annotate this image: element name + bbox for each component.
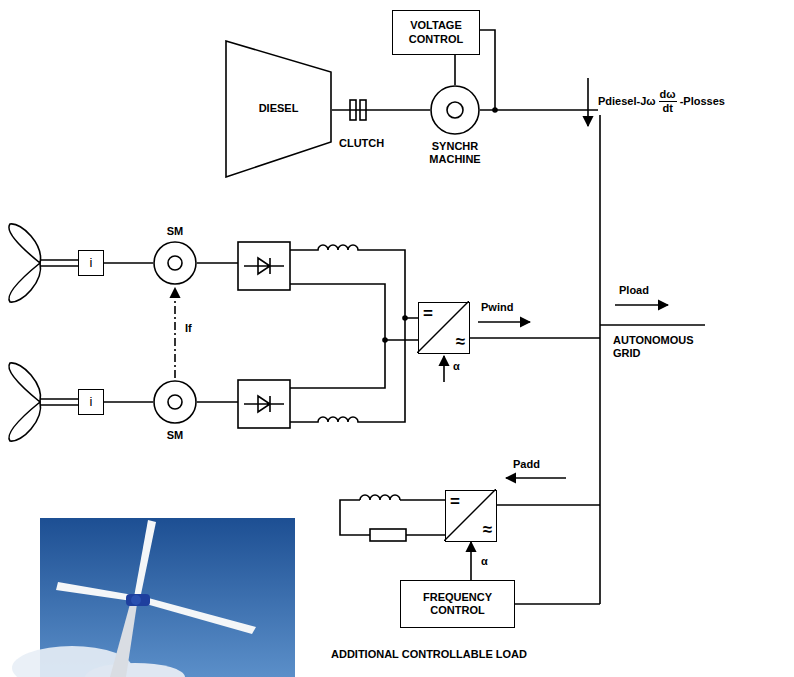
machine-circle (431, 86, 479, 134)
machine-circle (154, 381, 196, 423)
connector (332, 109, 430, 111)
converter-symbol: ≈ (483, 521, 492, 538)
junction-dot (383, 338, 387, 342)
power-arrow (506, 477, 566, 479)
gearbox: i (78, 389, 104, 415)
node-text: i (90, 255, 93, 271)
rotor-circle (168, 395, 182, 409)
rotor-blade (9, 363, 41, 402)
rotor-circle (168, 256, 182, 270)
machine-circle (154, 242, 196, 284)
fraction: dωdt (659, 88, 677, 115)
converter-symbol: ≈ (456, 333, 465, 350)
photo-nacelle (126, 594, 150, 606)
shaft (40, 260, 78, 266)
wire (515, 603, 600, 605)
rotor-blade (9, 263, 41, 302)
converter-box: =≈ (445, 490, 497, 542)
inductor-symbol (360, 495, 400, 500)
photo-blade (56, 582, 133, 601)
inductor-wire (290, 245, 418, 318)
formula-term: -Plosses (680, 95, 725, 108)
node-text: VOLTAGE CONTROL (396, 19, 476, 45)
resistor-symbol (370, 529, 406, 541)
inductor-wire (290, 318, 405, 422)
trapezoid-outline (226, 41, 331, 177)
node-text: i (90, 394, 93, 410)
wire (497, 504, 600, 506)
text-label: AUTONOMOUS GRID (612, 334, 714, 360)
gearbox: i (78, 250, 104, 276)
wire (470, 337, 600, 339)
connector (470, 542, 472, 580)
converter-box: =≈ (418, 302, 470, 354)
junction-dot (403, 316, 407, 320)
grid-line (600, 324, 705, 326)
text-label: ADDITIONAL CONTROLLABLE LOAD (330, 648, 528, 661)
converter-symbol: = (450, 493, 460, 510)
node-text: DIESEL (259, 102, 299, 115)
converter-diagonal (444, 489, 496, 541)
control-box: VOLTAGE CONTROL (392, 10, 480, 55)
power-arrow (478, 321, 530, 323)
turbine-photo (12, 518, 295, 677)
wiring (9, 30, 705, 604)
formula-term: Pdiesel-Jω (598, 95, 656, 108)
diesel-engine: DIESEL (225, 40, 332, 178)
node-text: FREQUENCY CONTROL (404, 591, 511, 617)
machine-circle (153, 241, 197, 285)
wire (290, 284, 418, 388)
text-label: Padd (512, 458, 541, 471)
sensing-wire (480, 30, 495, 110)
diode-symbol (244, 396, 284, 412)
grid-bus (480, 110, 600, 604)
rotor-blade (9, 224, 41, 263)
control-arrow (443, 356, 445, 382)
junction-dot (493, 108, 497, 112)
power-arrow (615, 304, 668, 306)
photo-tower (110, 604, 137, 677)
connector (104, 401, 153, 403)
rotor-circle (447, 102, 463, 118)
diode-symbol (244, 258, 284, 274)
node-label: SM (155, 429, 195, 442)
converter-diagonal (417, 301, 469, 353)
machine-circle (153, 380, 197, 424)
node-label: SYNCHR MACHINE (417, 140, 493, 166)
photo-blade (139, 596, 256, 634)
excitation-line (174, 288, 176, 378)
wire (197, 263, 238, 402)
converter-symbol: = (423, 305, 433, 322)
control-box: FREQUENCY CONTROL (400, 580, 515, 628)
power-arrow (587, 78, 589, 126)
machine-circle (430, 85, 480, 135)
fraction-numerator: dω (659, 88, 677, 102)
rectifier-box (238, 380, 290, 428)
text-label: If (184, 322, 193, 335)
synchronous-machine: SM (153, 380, 197, 424)
node-label: SM (155, 225, 195, 238)
fraction-denominator: dt (661, 102, 673, 115)
text-label: Pload (618, 284, 650, 297)
photo-cloud (85, 663, 185, 677)
text-label: CLUTCH (338, 137, 385, 150)
text-label: α (452, 360, 461, 373)
rotor-blade (9, 402, 41, 441)
text-label: Pwind (480, 301, 514, 314)
rotor (9, 363, 78, 441)
synchronous-machine: SYNCHR MACHINE (430, 85, 480, 135)
connector (104, 262, 153, 264)
connector (454, 55, 456, 85)
text-label: α (480, 555, 489, 568)
power-balance-formula: Pdiesel-Jωdωdt-Plosses (598, 88, 725, 115)
photo-hub (131, 595, 141, 605)
photo-blade (134, 520, 156, 599)
shaft (40, 399, 78, 405)
rectifier-box (238, 242, 290, 290)
synchronous-machine: SM (153, 241, 197, 285)
